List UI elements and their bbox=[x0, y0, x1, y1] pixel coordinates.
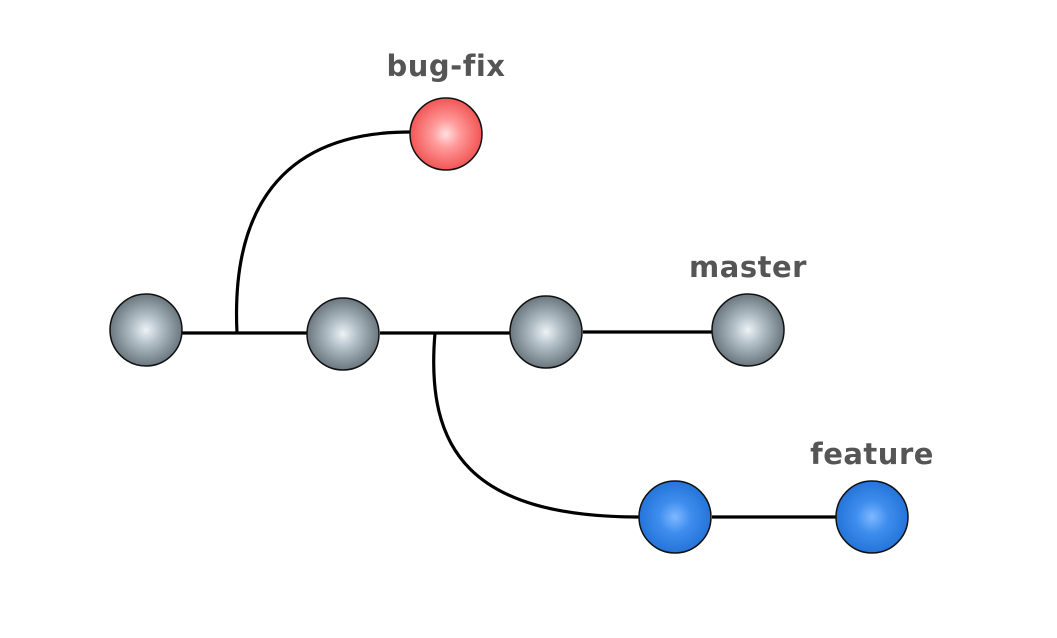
commit-node-2 bbox=[306, 297, 380, 371]
master-head-node bbox=[711, 293, 785, 367]
master-label: master bbox=[689, 250, 807, 284]
feature-commits bbox=[638, 480, 909, 554]
bug-fix-commits bbox=[409, 97, 483, 171]
bug-fix-head-node bbox=[409, 97, 483, 171]
commit-node-3 bbox=[509, 295, 583, 369]
feature-commit-node bbox=[638, 480, 712, 554]
feature-head-node bbox=[835, 480, 909, 554]
feature-label: feature bbox=[810, 437, 934, 471]
feature-branch-edge bbox=[432, 332, 641, 519]
bug-fix-label: bug-fix bbox=[387, 49, 506, 83]
bug-fix-branch-edge bbox=[234, 130, 411, 334]
master-commits bbox=[109, 293, 785, 371]
commit-node-1 bbox=[109, 293, 183, 367]
commit-edges bbox=[182, 130, 836, 519]
